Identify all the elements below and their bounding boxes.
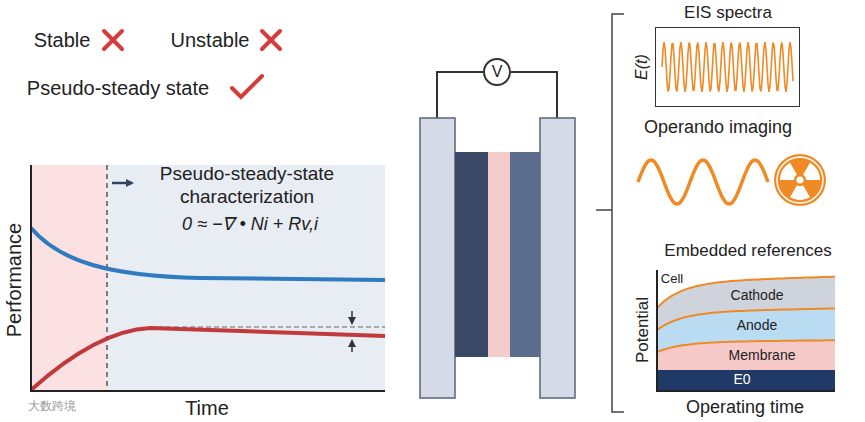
membrane-band (657, 340, 835, 370)
panel-title: EIS spectra (684, 3, 772, 23)
band-label-box: Cathode (729, 287, 786, 304)
generated-art (638, 42, 835, 391)
membrane-layer (488, 152, 510, 357)
band-label: E0 (733, 372, 750, 387)
radiation-blade (803, 163, 820, 180)
transient-region (31, 165, 107, 391)
band-label-box: Anode (735, 317, 779, 334)
radiation-disc (774, 154, 826, 206)
potential-line (657, 277, 835, 308)
reference-chart: Embedded referencesCellCathodeAnodeMembr… (656, 270, 835, 392)
cross-mark (262, 31, 280, 49)
reference-band (657, 370, 835, 391)
blue-curve (31, 228, 385, 280)
voltmeter: V (483, 58, 511, 86)
axis-label: Performance (2, 223, 26, 338)
watermark: 大数跨境 (28, 399, 76, 413)
check-mark (232, 76, 262, 97)
axis-label: Time (185, 396, 229, 420)
equation: 0 ≈ −∇ • Ni + Rv,i (182, 214, 318, 236)
panel-title: Embedded references (664, 241, 831, 261)
axis-label: E(t) (632, 54, 651, 80)
band-label: Membrane (729, 348, 796, 363)
radiation-blade (780, 163, 797, 180)
imaging-wave (638, 160, 768, 204)
electrode-layer (455, 152, 488, 357)
radiation-ring (777, 157, 823, 203)
radiation-blade (790, 185, 810, 200)
drift-arrow (351, 341, 353, 352)
arrow (112, 182, 132, 185)
band-label-box: Membrane (727, 347, 798, 364)
panel-title: Operando imaging (644, 117, 792, 139)
plot-area: Pseudo-steady-state characterization 0 ≈ … (30, 165, 385, 392)
legend-label: Pseudo-steady state (27, 76, 209, 100)
meter-symbol: V (492, 62, 503, 81)
end-plate (540, 118, 575, 398)
band-label-box: E0 (731, 371, 752, 388)
divider-line (106, 165, 108, 391)
drift-arrow (351, 311, 353, 323)
band-label: Anode (737, 318, 777, 333)
radiation-core (797, 177, 804, 184)
legend-label: Stable (34, 28, 91, 52)
end-plate (420, 118, 455, 398)
red-curve (31, 328, 385, 390)
legend-label: Unstable (171, 28, 250, 52)
axis-label: Operating time (686, 397, 804, 419)
axis-label: Potential (633, 297, 653, 363)
cross-mark (104, 31, 122, 49)
plot-annotation: Pseudo-steady-state characterization (147, 163, 347, 209)
electrode-layer (510, 152, 540, 357)
band-label-box: Cell (659, 271, 685, 287)
band-label: Cathode (731, 288, 784, 303)
eis-box: EIS spectra (655, 27, 800, 107)
band-label: Cell (661, 272, 683, 286)
eis-wave (662, 42, 793, 92)
bracket (596, 14, 624, 412)
